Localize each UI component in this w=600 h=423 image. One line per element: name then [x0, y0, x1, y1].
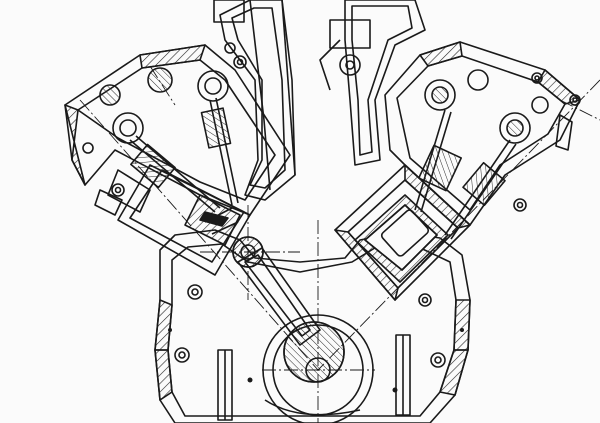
right-cylinder	[334, 164, 471, 301]
throttle-body-right	[329, 19, 371, 49]
left-exhaust-port	[94, 169, 151, 216]
fastener-heads	[168, 328, 464, 393]
crankcase	[154, 229, 471, 423]
sump-bolts	[174, 284, 446, 368]
throttle-body-left	[213, 0, 245, 23]
center-lines	[79, 65, 600, 423]
intake-manifold-left	[213, 0, 296, 201]
intake-manifold-right	[319, 0, 426, 166]
right-valves	[414, 109, 517, 240]
left-cylinder-head	[64, 42, 291, 227]
right-camshafts	[424, 69, 549, 144]
left-valves	[129, 97, 239, 227]
left-camshafts	[99, 67, 229, 144]
right-cylinder-head	[384, 41, 581, 240]
